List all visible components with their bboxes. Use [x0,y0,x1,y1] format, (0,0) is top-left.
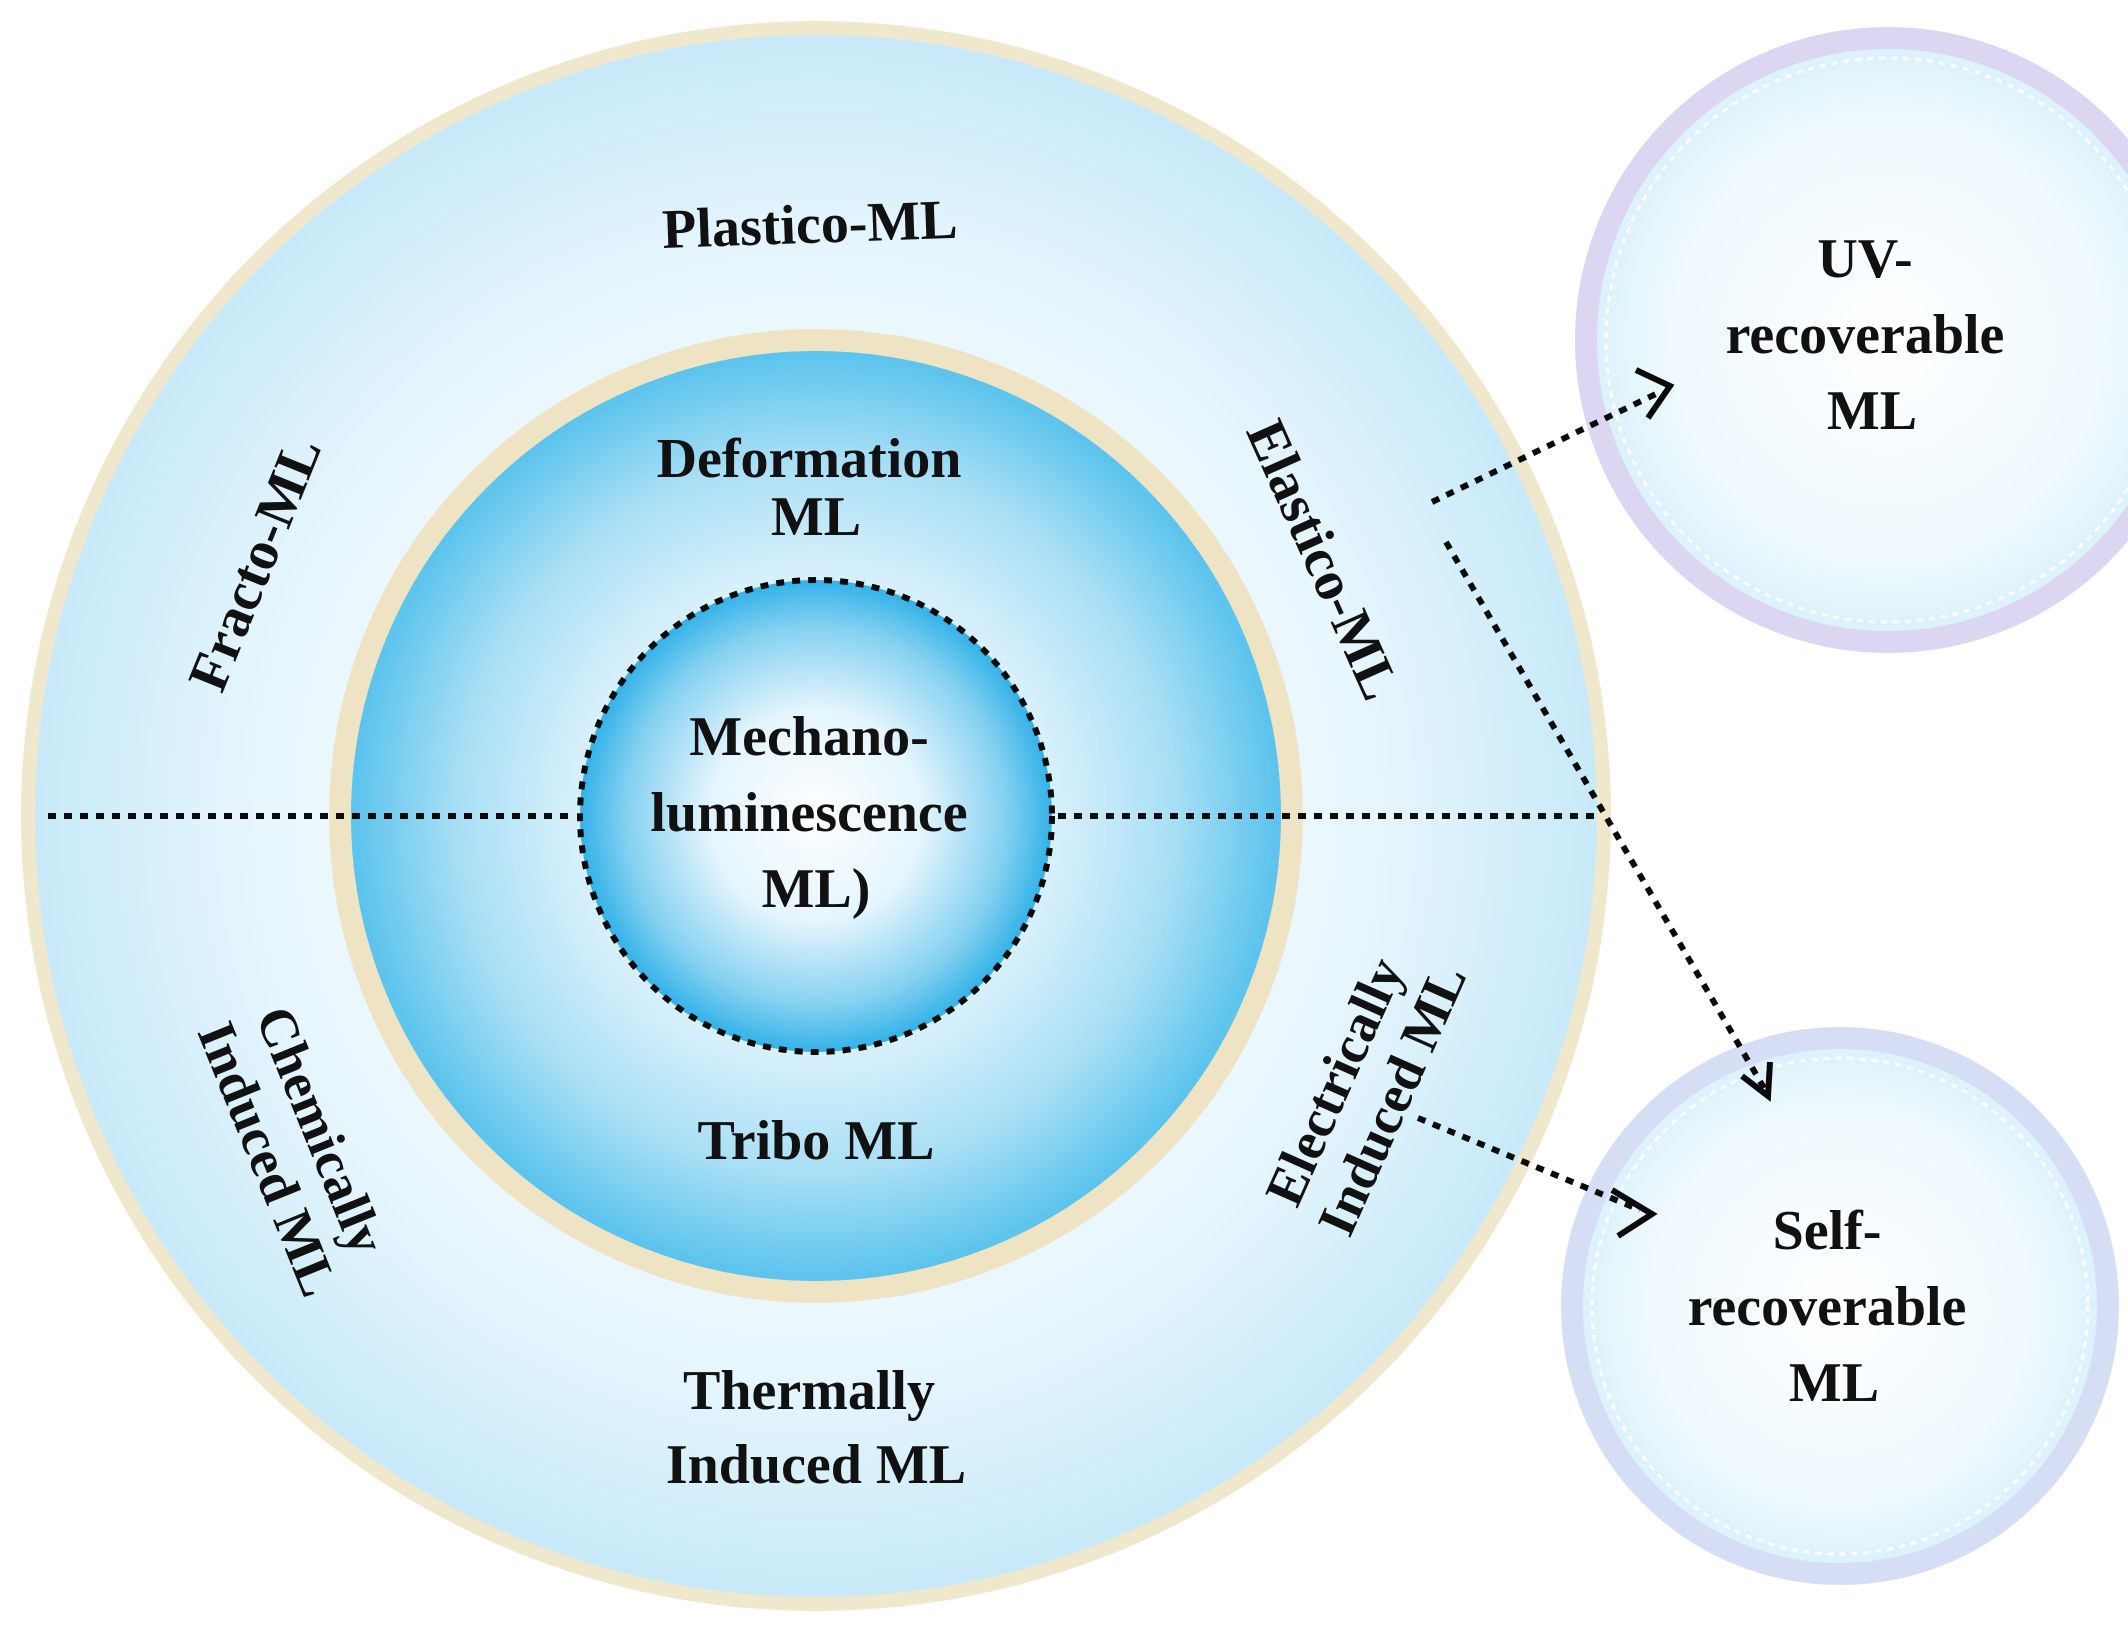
thermally-line-1: Thermally [683,1360,935,1422]
uv-line-2: recoverable [1726,304,2005,366]
uv-recoverable-ml-label: UV- recoverable ML [1726,228,2019,442]
uv-line-1: UV- [1817,228,1912,290]
self-line-2: recoverable [1688,1276,1967,1338]
thermally-induced-ml-label: Thermally Induced ML [666,1360,966,1496]
plastico-ml-label: Plastico-ML [661,189,958,261]
deformation-line-1: Deformation [657,428,962,490]
core-label-line-2: luminescence [650,782,967,844]
deformation-line-2: ML [771,486,861,548]
arrow-head-uv [1634,367,1675,420]
core-circle [577,577,1055,1055]
arrow-head-self-left [1610,1187,1658,1239]
arrow-head-self-top [1740,1061,1773,1102]
self-line-3: ML [1789,1352,1879,1414]
self-recoverable-inner-border [1590,1056,2090,1556]
self-recoverable-circle [1561,1027,2119,1585]
uv-line-3: ML [1827,380,1917,442]
arrow-elastico-to-uv [1430,389,1662,505]
uv-recoverable-circle [1575,27,2128,653]
tribo-ml-label: Tribo ML [698,1110,935,1172]
deformation-ml-label: Deformation ML [657,428,976,548]
self-line-1: Self- [1773,1200,1882,1262]
core-label: Mechano- luminescence ML) [650,706,981,920]
core-label-line-3: ML) [762,858,871,920]
core-label-line-1: Mechano- [689,706,929,768]
thermally-line-2: Induced ML [666,1434,966,1496]
self-recoverable-ml-label: Self- recoverable ML [1688,1200,1981,1414]
